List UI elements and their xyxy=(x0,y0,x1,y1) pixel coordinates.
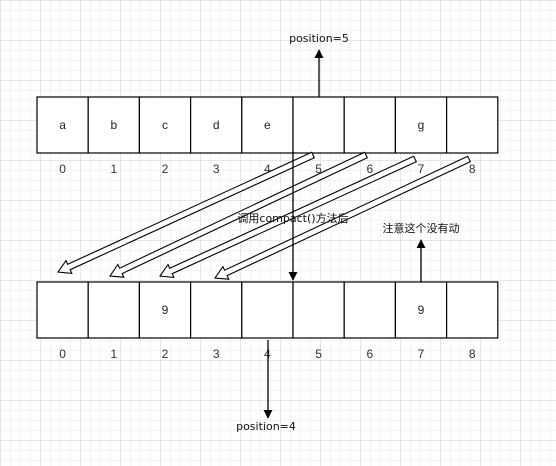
top-cell-value-3: d xyxy=(213,118,220,132)
top-index-8: 8 xyxy=(469,162,476,176)
move-arrow-5-to-0 xyxy=(57,151,316,275)
move-arrow-8-to-3 xyxy=(214,155,472,280)
bottom-cell-1 xyxy=(87,281,140,339)
bottom-cell-5 xyxy=(292,281,345,339)
bottom-index-0: 0 xyxy=(59,347,66,361)
top-cell-4 xyxy=(241,96,294,154)
top-cell-value-7: g xyxy=(418,118,425,132)
top-index-1: 1 xyxy=(110,162,117,176)
top-cell-6 xyxy=(343,96,397,154)
bottom-cell-4 xyxy=(241,281,294,339)
move-arrow-6-to-1 xyxy=(109,151,369,278)
top-index-7: 7 xyxy=(418,162,425,176)
bottom-index-6: 6 xyxy=(366,347,373,361)
bottom-index-8: 8 xyxy=(469,347,476,361)
bottom-cell-8 xyxy=(446,281,499,339)
compact-move-arrows xyxy=(57,151,472,280)
top-cell-0 xyxy=(36,96,89,154)
top-index-2: 2 xyxy=(162,162,169,176)
bottom-cell-3 xyxy=(190,281,243,339)
bottom-cell-7 xyxy=(394,281,448,339)
bottom-index-1: 1 xyxy=(110,347,117,361)
top-index-5: 5 xyxy=(315,162,322,176)
bottom-cell-0 xyxy=(36,281,89,339)
top-index-0: 0 xyxy=(59,162,66,176)
bottom-position-label: position=4 xyxy=(236,420,296,433)
top-index-4: 4 xyxy=(264,162,271,176)
top-cell-value-2: c xyxy=(162,118,168,132)
top-index-6: 6 xyxy=(366,162,373,176)
top-cell-5 xyxy=(292,96,345,154)
top-cell-2 xyxy=(138,96,192,154)
bottom-index-5: 5 xyxy=(315,347,322,361)
move-arrow-7-to-2 xyxy=(159,155,418,279)
bottom-cell-6 xyxy=(343,281,397,339)
top-index-row: 0 1 2 3 4 5 6 7 8 xyxy=(59,162,476,176)
bottom-index-2: 2 xyxy=(162,347,169,361)
top-cell-1 xyxy=(87,96,140,154)
bottom-index-3: 3 xyxy=(213,347,220,361)
bottom-cell-value-7: 9 xyxy=(418,303,425,317)
bottom-cell-value-2: 9 xyxy=(162,303,169,317)
top-position-label: position=5 xyxy=(289,32,349,45)
top-cell-value-1: b xyxy=(110,118,117,132)
top-cell-8 xyxy=(446,96,499,154)
top-index-3: 3 xyxy=(213,162,220,176)
top-cell-7 xyxy=(394,96,448,154)
bottom-index-7: 7 xyxy=(418,347,425,361)
top-cell-value-4: e xyxy=(264,118,271,132)
compact-note: 调用compact()方法后 xyxy=(237,211,348,225)
top-cell-value-0: a xyxy=(59,118,66,132)
unchanged-note: 注意这个没有动 xyxy=(383,221,460,235)
